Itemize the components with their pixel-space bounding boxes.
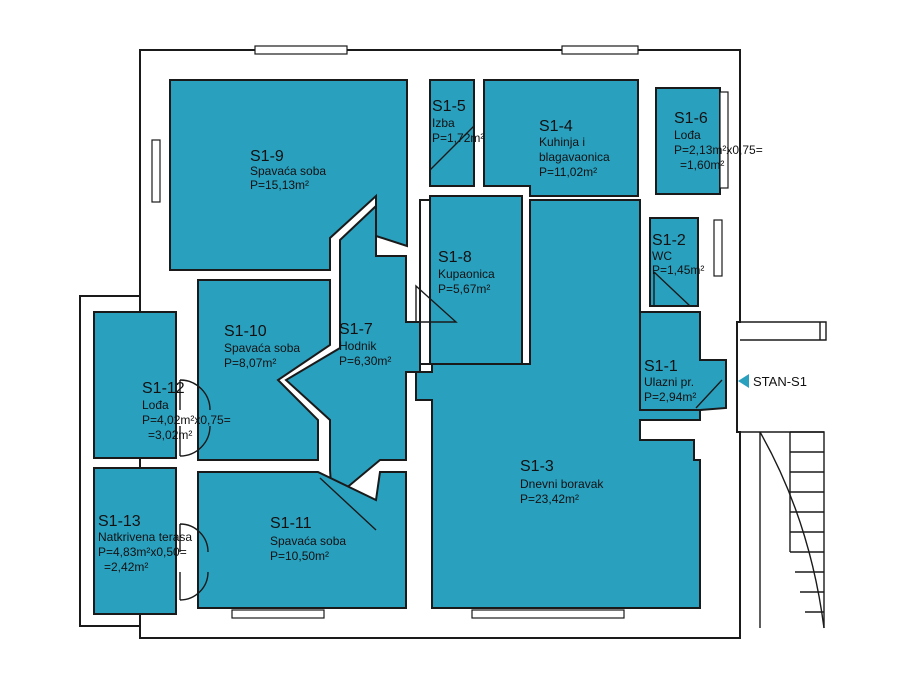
room-s1-7-name: Hodnik — [339, 339, 377, 353]
room-s1-1-code: S1-1 — [644, 358, 678, 375]
room-s1-13-area-2: =2,42m² — [104, 560, 148, 574]
room-s1-4-area-text: P=11,02m² — [539, 165, 597, 179]
room-s1-8-area-text: P=5,67m² — [438, 282, 490, 296]
door-swing-s1-13-top — [179, 523, 209, 553]
room-s1-10-area-text: P=8,07m² — [224, 356, 276, 370]
room-s1-10-code: S1-10 — [224, 323, 267, 340]
room-s1-13-code: S1-13 — [98, 513, 141, 530]
room-s1-3-name: Dnevni boravak — [520, 477, 604, 491]
door-swing-s1-12-top — [179, 379, 211, 411]
room-s1-10-area — [197, 279, 331, 461]
room-s1-9-name: Spavaća soba — [250, 164, 326, 178]
room-s1-7-area-text: P=6,30m² — [339, 354, 391, 368]
window-s1-6 — [719, 91, 729, 189]
staircase — [736, 431, 825, 629]
room-s1-3-area-text: P=23,42m² — [520, 492, 579, 506]
room-s1-12-code: S1-12 — [142, 380, 185, 397]
door-swing-s1-11 — [319, 477, 377, 531]
window-bottom-left — [231, 609, 325, 619]
door-swing-s1-2 — [653, 271, 691, 307]
room-s1-12-name: Lođa — [142, 398, 169, 412]
entrance-arrow-icon — [738, 374, 749, 388]
room-s1-12-area-text: P=4,02m²x0,75= — [142, 413, 231, 427]
room-s1-5-area-text: P=1,72m² — [432, 131, 484, 145]
room-s1-11-area — [197, 471, 407, 609]
room-s1-7-area — [284, 203, 421, 503]
room-s1-4-area — [483, 79, 639, 197]
room-s1-11-code: S1-11 — [270, 515, 312, 532]
entrance-step — [740, 321, 827, 341]
room-s1-7-code: S1-7 — [339, 321, 373, 338]
room-s1-11-area-text: P=10,50m² — [270, 549, 329, 563]
room-s1-8-area — [429, 195, 523, 365]
door-swing-s1-1 — [695, 379, 723, 409]
window-top-left — [254, 45, 348, 55]
room-s1-4-code: S1-4 — [539, 118, 573, 135]
room-s1-9-area-text: P=15,13m² — [250, 178, 309, 192]
door-swing-s1-5 — [429, 125, 475, 171]
room-s1-6-name: Lođa — [674, 128, 701, 142]
room-s1-2-code: S1-2 — [652, 232, 686, 249]
room-s1-2-name: WC — [652, 249, 672, 263]
room-s1-1-area-text: P=2,94m² — [644, 390, 696, 404]
room-s1-9-code: S1-9 — [250, 148, 284, 165]
room-s1-8-name: Kupaonica — [438, 267, 495, 281]
room-s1-3-code: S1-3 — [520, 458, 554, 475]
room-s1-4-name: Kuhinja i — [539, 135, 585, 149]
room-s1-13-name: Natkrivena terasa — [98, 530, 192, 544]
room-s1-1-area — [639, 311, 727, 411]
room-s1-13-area-text: P=4,83m²x0,50= — [98, 545, 187, 559]
entrance-label: STAN-S1 — [753, 374, 807, 389]
room-s1-1-name: Ulazni pr. — [644, 375, 694, 389]
room-s1-6-code: S1-6 — [674, 110, 708, 127]
door-swing-s1-13-bottom — [179, 571, 209, 601]
room-s1-5-code: S1-5 — [432, 98, 466, 115]
window-left — [151, 139, 161, 203]
window-s1-2 — [713, 219, 723, 277]
window-bottom-right — [471, 609, 625, 619]
room-s1-13-area — [93, 467, 177, 615]
room-s1-10-name: Spavaća soba — [224, 341, 300, 355]
window-top-kitchen — [561, 45, 639, 55]
room-s1-9-area — [169, 79, 408, 271]
room-s1-6-area-text: P=2,13m²x0,75= — [674, 143, 763, 157]
door-swing-s1-12-bottom — [179, 425, 211, 457]
door-swing-s1-8 — [415, 284, 458, 323]
room-s1-4-name-2: blagavaonica — [539, 150, 610, 164]
room-s1-5-name: Izba — [432, 116, 455, 130]
room-s1-2-area-text: P=1,45m² — [652, 263, 704, 277]
partition-strip — [419, 199, 431, 365]
room-s1-8-code: S1-8 — [438, 249, 472, 266]
room-s1-12-area — [93, 311, 177, 459]
room-s1-6-area-2: =1,60m² — [680, 158, 724, 172]
room-s1-12-area-2: =3,02m² — [148, 428, 192, 442]
room-s1-11-name: Spavaća soba — [270, 534, 346, 548]
